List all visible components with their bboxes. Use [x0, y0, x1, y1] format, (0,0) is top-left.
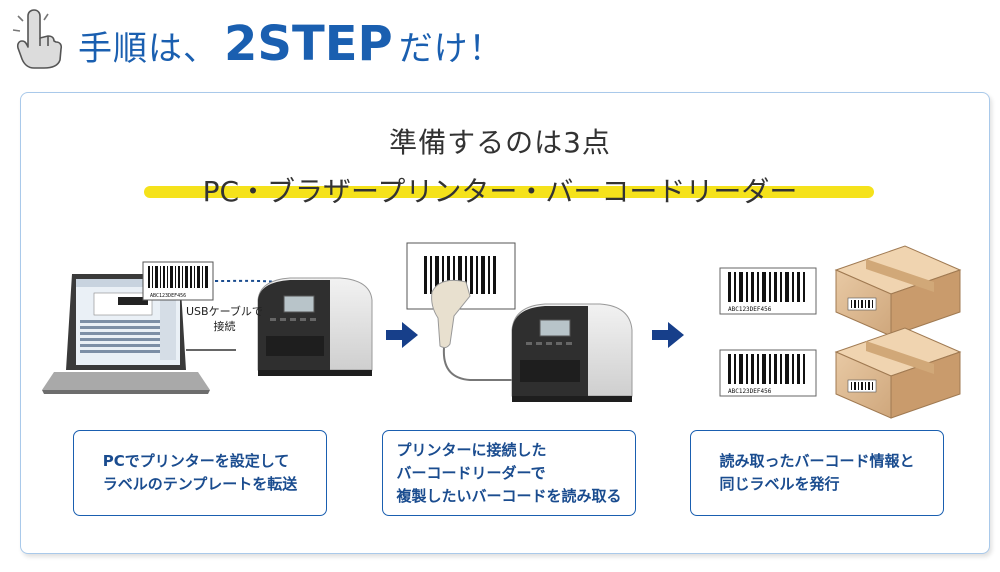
label-printer-icon — [257, 277, 373, 376]
label-printer-icon-2 — [511, 303, 633, 402]
arrow-right-icon-2 — [652, 322, 684, 348]
step-text-3: 読み取ったバーコード情報と 同じラベルを発行 — [719, 452, 915, 493]
usb-cable-label: USBケーブルで 接続 — [186, 305, 263, 333]
panel-title: 準備するのは3点 — [389, 126, 611, 159]
headline-part2: 2STEP — [224, 16, 393, 72]
pointing-hand-icon — [12, 9, 63, 69]
barcode-label-source: ABC123DEF456 — [142, 261, 214, 301]
barcode-scanner-icon — [431, 279, 540, 381]
step-box-3: 読み取ったバーコード情報と 同じラベルを発行 — [690, 430, 944, 516]
svg-text:ABC123DEF456: ABC123DEF456 — [728, 388, 772, 395]
process-illustration: ABC123DEF456 — [42, 242, 962, 419]
highlight-marker — [144, 186, 874, 198]
headline-part3: だけ！ — [398, 29, 504, 69]
barcode-label-output-2: ABC123DEF456 — [719, 349, 817, 397]
cardboard-box-icon-2 — [834, 327, 962, 419]
cardboard-box-icon — [834, 245, 962, 337]
headline-part1: 手順は、 — [78, 29, 218, 69]
panel-subtitle: PC・ブラザープリンター・バーコードリーダー — [202, 175, 798, 208]
step-box-1: PCでプリンターを設定して ラベルのテンプレートを転送 — [73, 430, 327, 516]
step-box-2: プリンターに接続した バーコードリーダーで 複製したいバーコードを読み取る — [382, 430, 636, 516]
arrow-right-icon — [386, 322, 418, 348]
barcode-label-output-1: ABC123DEF456 — [719, 267, 817, 315]
step-text-1: PCでプリンターを設定して ラベルのテンプレートを転送 — [102, 452, 298, 493]
step-text-2: プリンターに接続した バーコードリーダーで 複製したいバーコードを読み取る — [396, 440, 622, 505]
svg-text:ABC123DEF456: ABC123DEF456 — [728, 306, 772, 313]
svg-text:ABC123DEF456: ABC123DEF456 — [150, 293, 186, 299]
